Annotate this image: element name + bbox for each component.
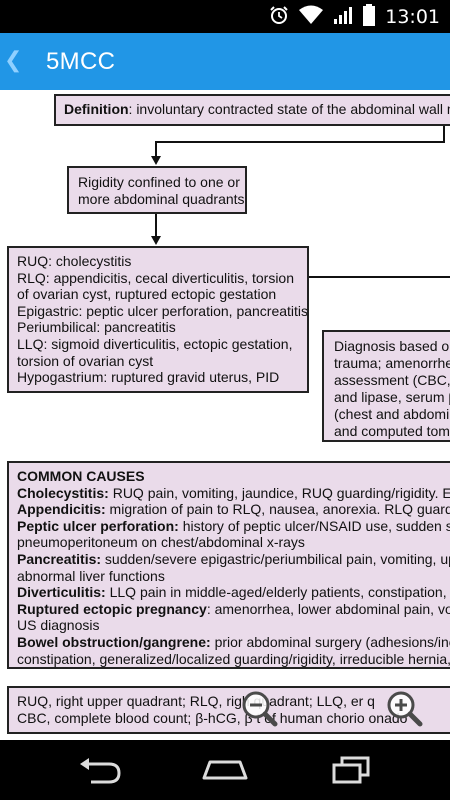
cause-item: pneumoperitoneum on chest/abdominal x-ra… <box>17 534 450 551</box>
quadrant-line: RLQ: appendicitis, cecal diverticulitis,… <box>17 269 295 286</box>
zoom-in-button[interactable] <box>377 685 431 731</box>
app-title: 5MCC <box>46 48 116 75</box>
flowchart-viewer[interactable]: Definition: involuntary contracted state… <box>0 90 450 740</box>
cause-label: Peptic ulcer perforation: <box>17 517 179 534</box>
cause-text: RUQ pain, vomiting, jaundice, RUQ guardi… <box>108 484 450 501</box>
connector-line <box>309 276 450 278</box>
quadrant-line: torsion of ovarian cyst <box>17 352 154 369</box>
status-icons: 13:01 <box>269 3 440 31</box>
home-icon <box>202 760 248 780</box>
cause-item: Bowel obstruction/gangrene: prior abdomi… <box>17 634 450 651</box>
diagnosis-line: (chest and abdomin <box>334 406 450 422</box>
quadrant-line: Epigastric: peptic ulcer perforation, pa… <box>17 302 309 319</box>
recent-apps-icon <box>332 756 370 784</box>
cause-text: US diagnosis <box>17 617 100 634</box>
cause-item: constipation, generalized/localized guar… <box>17 650 450 667</box>
common-causes-box: COMMON CAUSES Cholecystitis: RUQ pain, v… <box>7 461 450 669</box>
status-time: 13:01 <box>385 6 440 28</box>
cause-label: Cholecystitis: <box>17 484 109 501</box>
app-bar: ❮ 5MCC <box>0 33 450 90</box>
cause-text: : amenorrhea, lower abdominal pain, vom <box>206 600 450 617</box>
cause-text: history of peptic ulcer/NSAID use, sudde… <box>178 517 450 534</box>
diagnosis-box: Diagnosis based on trauma; amenorrhea as… <box>322 330 450 442</box>
cause-item: US diagnosis <box>17 617 450 634</box>
cause-text: pneumoperitoneum on chest/abdominal x-ra… <box>17 534 305 551</box>
recent-apps-button[interactable] <box>323 754 379 786</box>
abbreviations-line: CBC, complete blood count; β-hCG, β t of… <box>17 710 408 726</box>
diagnosis-line: and lipase, serum β <box>334 389 450 405</box>
cause-label: Pancreatitis: <box>17 550 102 567</box>
diagnosis-line: Diagnosis based on <box>334 338 450 354</box>
zoom-in-icon <box>387 691 423 727</box>
connector-line <box>155 141 445 143</box>
cause-label: Appendicitis: <box>17 501 106 518</box>
zoom-out-button[interactable] <box>232 685 286 731</box>
quadrant-line: Periumbilical: pancreatitis <box>17 319 176 336</box>
rigidity-line: Rigidity confined to one or <box>78 174 240 190</box>
wifi-icon <box>299 5 324 30</box>
connector-line <box>155 214 157 238</box>
quadrant-line: LLQ: sigmoid diverticulitis, ectopic ges… <box>17 335 293 352</box>
cause-label: Bowel obstruction/gangrene: <box>17 633 211 650</box>
cause-item: Diverticulitis: LLQ pain in middle-aged/… <box>17 584 450 601</box>
battery-icon <box>363 3 376 31</box>
status-bar: 13:01 <box>0 0 450 33</box>
diagnosis-line: and computed tomo <box>334 423 450 439</box>
cause-label: Ruptured ectopic pregnancy <box>17 600 207 617</box>
abbreviations-line: RUQ, right upper quadrant; RLQ, righ qua… <box>17 693 375 709</box>
cause-item: Pancreatitis: sudden/severe epigastric/p… <box>17 551 450 568</box>
navigation-bar <box>0 740 450 800</box>
connector-line <box>443 126 445 142</box>
cause-text: LLQ pain in middle-aged/elderly patients… <box>105 584 450 601</box>
definition-text: : involuntary contracted state of the ab… <box>128 101 450 117</box>
back-icon <box>80 758 121 784</box>
chevron-left-icon[interactable]: ❮ <box>4 48 23 73</box>
zoom-out-icon <box>242 691 278 727</box>
cause-label: Diverticulitis: <box>17 584 106 601</box>
definition-label: Definition <box>64 101 129 117</box>
abbreviations-box: RUQ, right upper quadrant; RLQ, righ qua… <box>7 686 450 734</box>
diagnosis-line: trauma; amenorrhea <box>334 355 450 371</box>
home-button[interactable] <box>197 754 253 786</box>
cause-item: Peptic ulcer perforation: history of pep… <box>17 518 450 535</box>
rigidity-box: Rigidity confined to one or more abdomin… <box>67 166 247 214</box>
alarm-icon <box>269 5 289 30</box>
quadrant-line: Hypogastrium: ruptured gravid uterus, PI… <box>17 369 280 386</box>
quadrant-line: RUQ: cholecystitis <box>17 253 132 269</box>
signal-icon <box>333 5 353 30</box>
cause-text: prior abdominal surgery (adhesions/incis <box>210 633 450 650</box>
quadrant-box: RUQ: cholecystitis RLQ: appendicitis, ce… <box>7 246 309 393</box>
back-button[interactable] <box>72 754 128 786</box>
cause-text: constipation, generalized/localized guar… <box>17 650 450 667</box>
arrow-head <box>151 156 161 165</box>
cause-item: Appendicitis: migration of pain to RLQ, … <box>17 501 450 518</box>
cause-text: abnormal liver functions <box>17 567 165 584</box>
definition-box: Definition: involuntary contracted state… <box>54 94 450 126</box>
cause-item: Cholecystitis: RUQ pain, vomiting, jaund… <box>17 485 450 502</box>
cause-item: abnormal liver functions <box>17 568 450 585</box>
connector-line <box>155 141 157 158</box>
common-causes-heading: COMMON CAUSES <box>17 468 145 484</box>
rigidity-line: more abdominal quadrants <box>78 191 245 207</box>
cause-text: migration of pain to RLQ, nausea, anorex… <box>105 501 450 518</box>
arrow-head <box>151 236 161 245</box>
diagnosis-line: assessment (CBC, <box>334 372 450 388</box>
quadrant-line: of ovarian cyst, ruptured ectopic gestat… <box>17 286 277 303</box>
cause-text: sudden/severe epigastric/periumbilical p… <box>101 550 450 567</box>
cause-item: Ruptured ectopic pregnancy: amenorrhea, … <box>17 601 450 618</box>
